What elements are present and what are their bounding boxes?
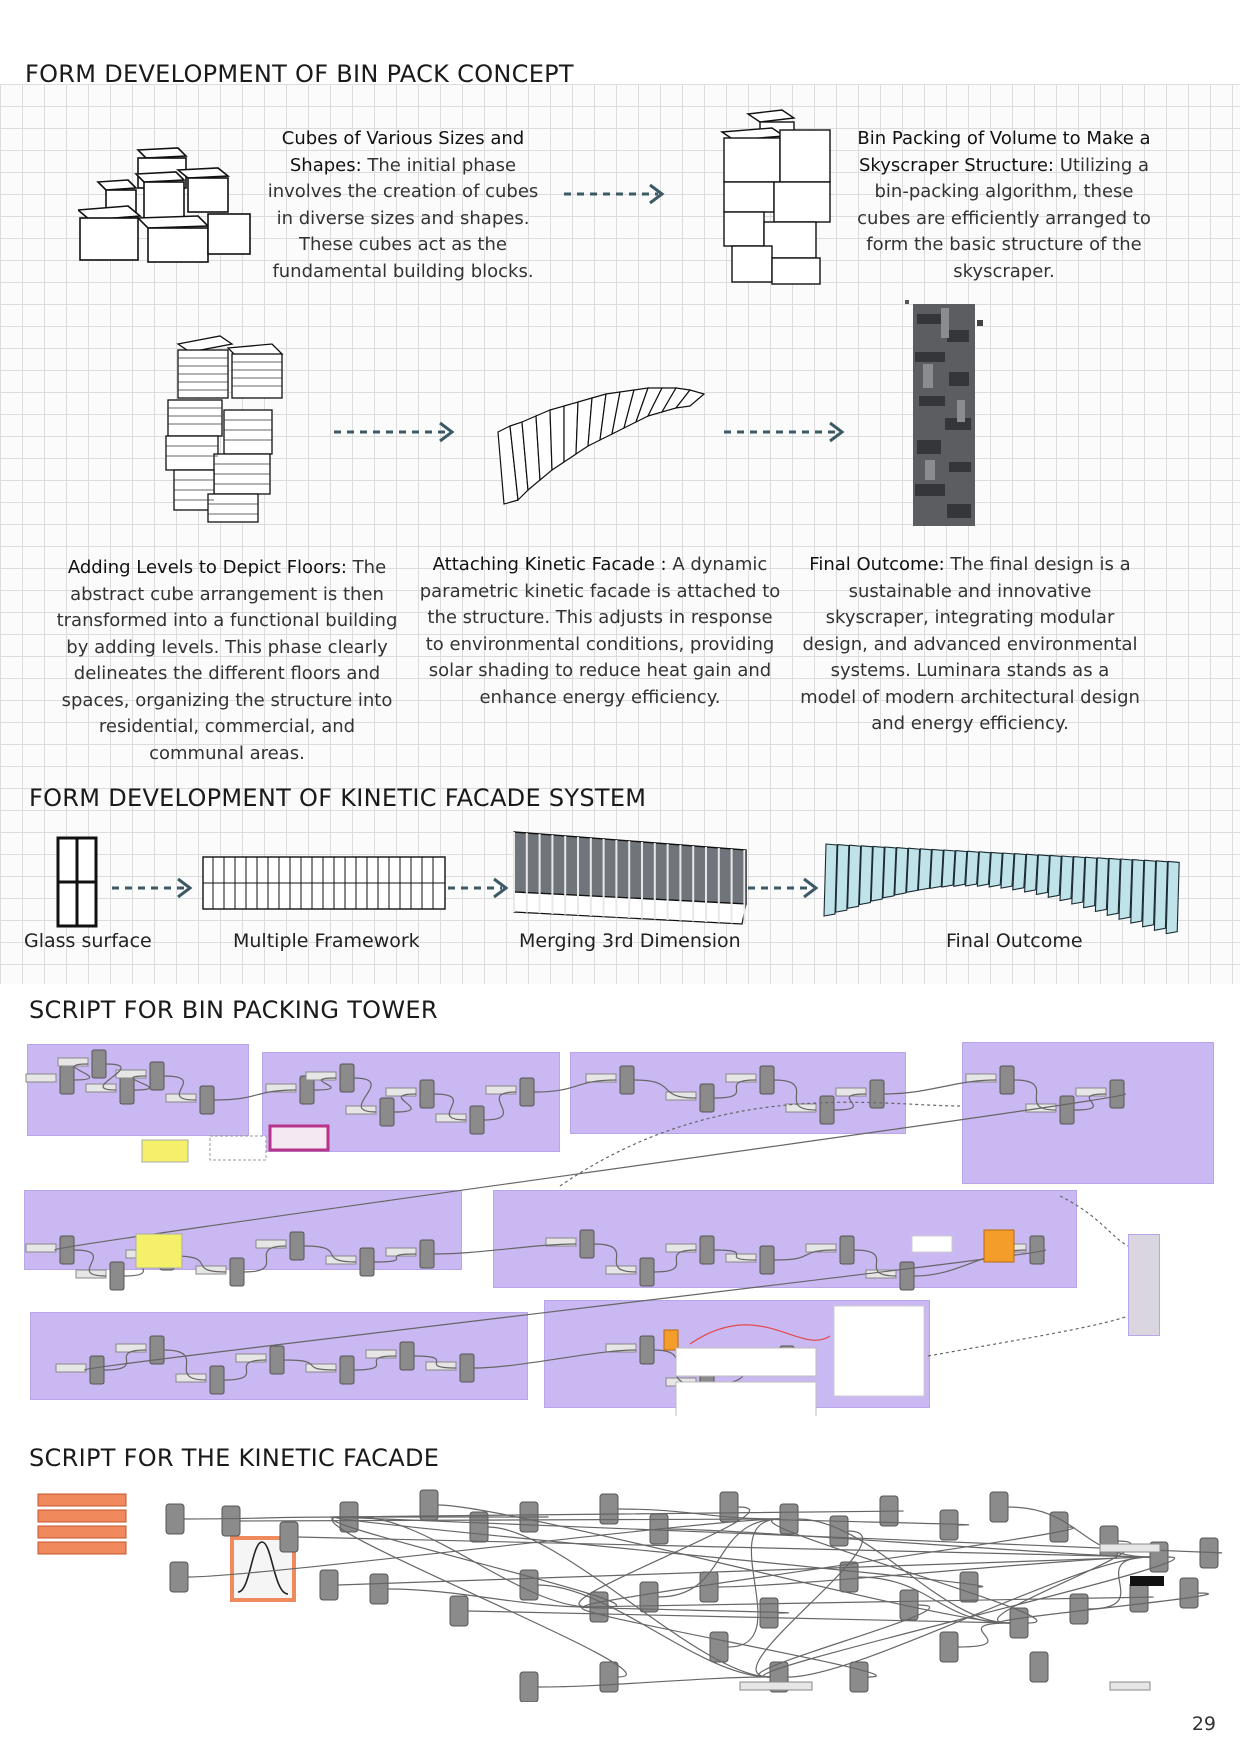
packed-tower-illustration: [718, 108, 848, 288]
step1-text: The initial phase involves the creation …: [267, 154, 539, 282]
kinetic-heading: FORM DEVELOPMENT OF KINETIC FACADE SYSTE…: [29, 784, 647, 812]
caption-multiple-framework: Multiple Framework: [233, 930, 420, 952]
script-facade-heading: SCRIPT FOR THE KINETIC FACADE: [29, 1444, 440, 1472]
step5-title: Final Outcome:: [809, 554, 945, 575]
arrow-glass-to-framework: [110, 876, 200, 900]
step4-text: A dynamic parametric kinetic facade is a…: [419, 554, 781, 708]
script-group-9: [1128, 1234, 1160, 1336]
glass-surface-illustration: [56, 836, 98, 928]
final-facade-illustration: [822, 834, 1182, 934]
step2-title: Bin Packing of Volume to Make a Skyscrap…: [857, 128, 1151, 176]
cubes-illustration: [78, 140, 268, 265]
arrow-step4-to-step5: [722, 420, 852, 444]
step3-description: Adding Levels to Depict Floors: The abst…: [52, 555, 402, 767]
page-number: 29: [1191, 1713, 1216, 1735]
step4-title: Attaching Kinetic Facade :: [432, 554, 667, 575]
arrow-3d-to-final: [746, 876, 826, 900]
step4-description: Attaching Kinetic Facade : A dynamic par…: [418, 552, 782, 711]
merging-3d-illustration: [510, 830, 750, 930]
step1-description: Cubes of Various Sizes and Shapes: The i…: [262, 126, 544, 285]
step1-title: Cubes of Various Sizes and Shapes:: [281, 128, 525, 176]
multiple-framework-illustration: [202, 856, 446, 910]
tower-script-diagram: [0, 1036, 1240, 1416]
step3-text: The abstract cube arrangement is then tr…: [56, 557, 398, 764]
step3-title: Adding Levels to Depict Floors:: [67, 557, 347, 578]
step5-text: The final design is a sustainable and in…: [800, 554, 1140, 734]
script-tower-heading: SCRIPT FOR BIN PACKING TOWER: [29, 996, 438, 1024]
facade-script-diagram: [0, 1482, 1240, 1702]
levels-building-illustration: [160, 330, 300, 530]
arrow-framework-to-3d: [446, 876, 516, 900]
bin-pack-heading: FORM DEVELOPMENT OF BIN PACK CONCEPT: [25, 60, 574, 88]
step2-text: Utilizing a bin-packing algorithm, these…: [857, 154, 1151, 282]
final-tower-render: [905, 300, 985, 530]
caption-final-outcome: Final Outcome: [946, 930, 1083, 952]
caption-merging-3d: Merging 3rd Dimension: [519, 930, 741, 952]
caption-glass-surface: Glass surface: [24, 930, 152, 952]
arrow-step1-to-step2: [562, 182, 672, 206]
step2-description: Bin Packing of Volume to Make a Skyscrap…: [848, 126, 1160, 285]
step5-description: Final Outcome: The final design is a sus…: [800, 552, 1140, 738]
script-group-5: [24, 1190, 462, 1270]
kinetic-facade-illustration: [492, 382, 712, 512]
arrow-step3-to-step4: [332, 420, 462, 444]
